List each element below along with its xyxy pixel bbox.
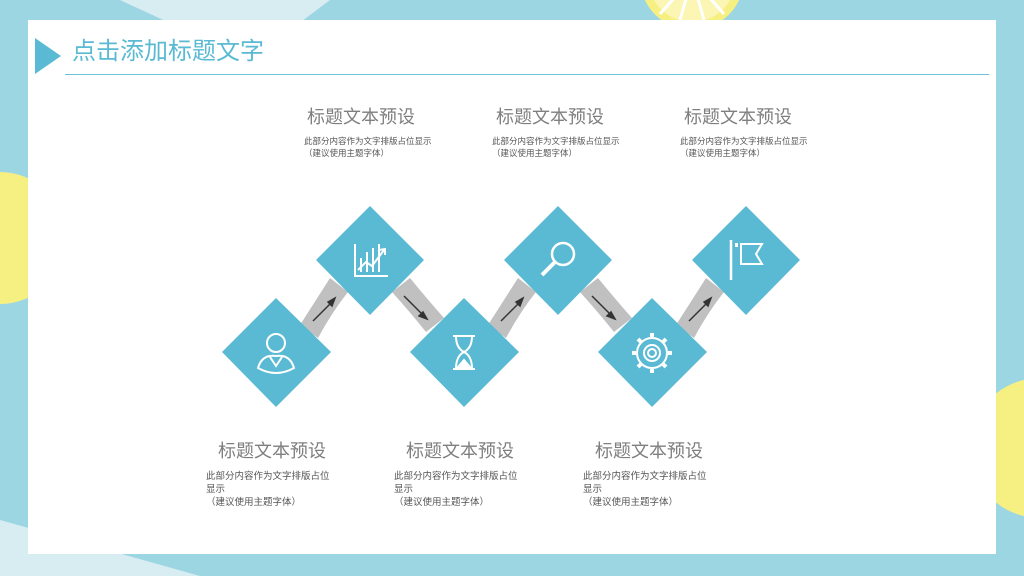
step-4-node[interactable] <box>504 206 612 315</box>
connector-1-2 <box>300 278 348 338</box>
page-title[interactable]: 点击添加标题文字 <box>72 37 264 65</box>
connector-4-5 <box>580 278 632 332</box>
connector-3-4 <box>488 278 536 338</box>
step-3-title[interactable]: 标题文本预设 <box>406 441 514 462</box>
step-5-node[interactable] <box>598 298 707 407</box>
gear-icon <box>632 333 672 373</box>
step-6-desc[interactable]: 此部分内容作为文字排版占位显示（建议使用主题字体） <box>680 137 808 159</box>
title-marker <box>35 38 61 74</box>
step-2-desc[interactable]: 此部分内容作为文字排版占位显示（建议使用主题字体） <box>304 137 432 159</box>
connectors <box>300 278 724 338</box>
step-5-desc[interactable]: 此部分内容作为文字排版占位显示（建议使用主题字体） <box>583 471 707 508</box>
step-3-desc[interactable]: 此部分内容作为文字排版占位显示（建议使用主题字体） <box>394 471 518 508</box>
chart-icon <box>354 244 388 277</box>
user-icon <box>256 333 296 374</box>
search-icon <box>540 241 576 277</box>
step-2-node[interactable] <box>316 206 424 315</box>
connector-5-6 <box>676 278 724 338</box>
connector-2-3 <box>392 278 444 332</box>
step-4-desc[interactable]: 此部分内容作为文字排版占位显示（建议使用主题字体） <box>492 137 620 159</box>
step-5-title[interactable]: 标题文本预设 <box>595 441 703 462</box>
title-divider <box>65 74 989 75</box>
hourglass-icon <box>453 335 475 370</box>
step-2-title[interactable]: 标题文本预设 <box>307 107 415 128</box>
arrows <box>312 295 713 322</box>
step-3-node[interactable] <box>410 298 519 407</box>
step-1-title[interactable]: 标题文本预设 <box>218 441 326 462</box>
step-6-title[interactable]: 标题文本预设 <box>684 107 792 128</box>
flag-icon <box>729 240 764 280</box>
step-6-node[interactable] <box>692 206 800 315</box>
slide-card <box>28 20 996 554</box>
step-1-desc[interactable]: 此部分内容作为文字排版占位显示（建议使用主题字体） <box>206 471 330 508</box>
step-4-title[interactable]: 标题文本预设 <box>496 107 604 128</box>
step-1-node[interactable] <box>222 298 331 407</box>
